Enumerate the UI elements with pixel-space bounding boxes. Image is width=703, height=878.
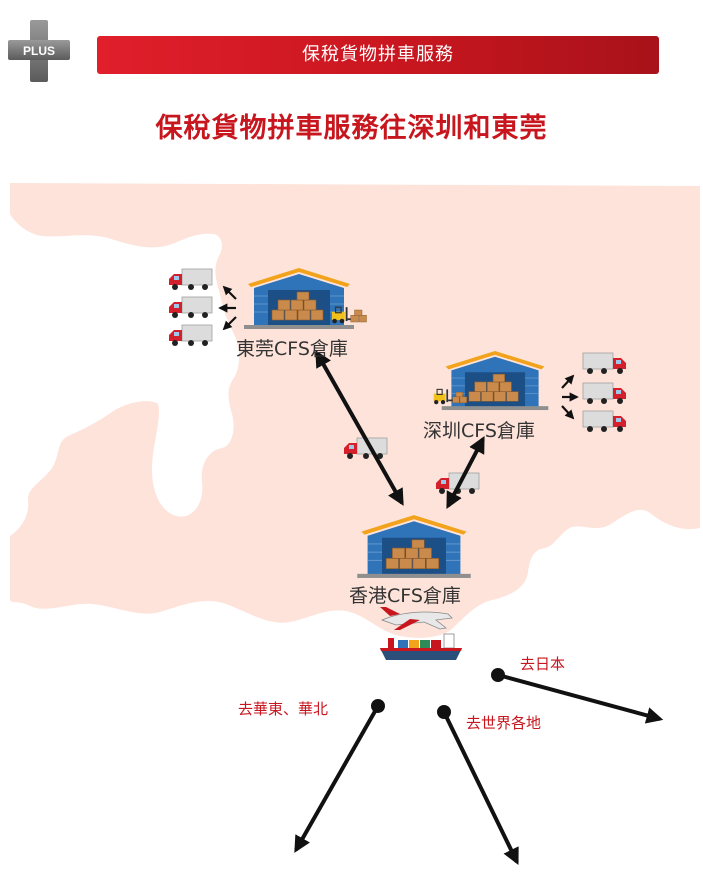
export-route-arrows (294, 668, 664, 866)
truck-icon (168, 296, 213, 319)
warehouse-link-arrows (315, 350, 485, 509)
airplane-icon (380, 607, 453, 630)
route-label-worldwide: 去世界各地 (466, 714, 542, 732)
fleet-arrows (561, 374, 579, 420)
page-title: 保稅貨物拼車服務往深圳和東莞 (155, 113, 548, 144)
header-banner: 保稅貨物拼車服務 (97, 36, 659, 74)
plus-logo-icon: PLUS (8, 20, 70, 82)
route-label-east-north-china: 去華東、華北 (238, 700, 329, 718)
truck-icon (168, 324, 213, 347)
coastline-map (10, 183, 700, 638)
route-label-japan: 去日本 (520, 655, 566, 673)
cargo-ship-icon (380, 633, 462, 660)
hongkong-warehouse-label: 香港CFS倉庫 (349, 585, 461, 607)
shenzhen-warehouse-label: 深圳CFS倉庫 (423, 420, 535, 442)
logo-text: PLUS (23, 44, 55, 58)
dongguan-warehouse-label: 東莞CFS倉庫 (236, 338, 348, 360)
truck-icon (168, 268, 213, 291)
fleet-arrows (218, 285, 237, 331)
